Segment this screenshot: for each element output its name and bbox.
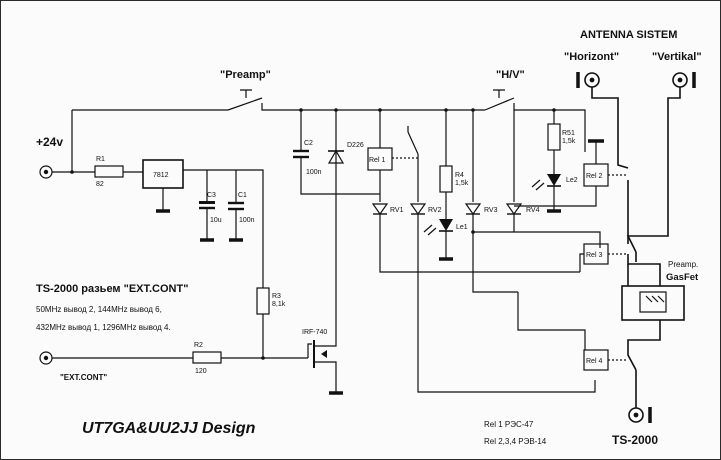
relay-1 bbox=[367, 147, 393, 171]
power-label: +24v bbox=[36, 135, 63, 149]
top-rail-wires bbox=[72, 89, 586, 152]
r2-value: 120 bbox=[195, 368, 207, 375]
gasfet-label: GasFet bbox=[666, 272, 699, 283]
ext-cont-connector bbox=[39, 351, 53, 365]
r1-value: 82 bbox=[96, 181, 104, 188]
c2-label: C2 bbox=[304, 140, 313, 147]
r4-value: 1,5k bbox=[455, 180, 469, 187]
rv4-label: RV4 bbox=[526, 207, 540, 214]
hv-switch-label: "H/V" bbox=[496, 69, 525, 81]
rv3-label: RV3 bbox=[484, 207, 498, 214]
rv1-diode bbox=[371, 203, 389, 216]
relay-4-label: Rel 4 bbox=[586, 358, 602, 365]
power-input-connector bbox=[39, 110, 95, 179]
relay-2-label: Rel 2 bbox=[586, 173, 602, 180]
le1-label: Le1 bbox=[456, 224, 468, 231]
ts2000-connector bbox=[628, 407, 652, 423]
design-credit: UT7GA&UU2JJ Design bbox=[82, 420, 256, 437]
r1-label: R1 bbox=[96, 156, 105, 163]
rel-note-1: Rel 1 РЭС-47 bbox=[484, 420, 534, 429]
band-line-2: 432MHz вывод 1, 1296MHz вывод 4. bbox=[36, 323, 171, 332]
rv1-label: RV1 bbox=[390, 207, 404, 214]
r3-label: R3 bbox=[272, 293, 281, 300]
band-line-1: 50MHz вывод 2, 144MHz вывод 6, bbox=[36, 305, 162, 314]
preamp-inner-block bbox=[639, 291, 667, 313]
c1-value: 100n bbox=[239, 217, 255, 224]
ext-cont-label: "EXT.CONT" bbox=[60, 373, 107, 382]
r2-label: R2 bbox=[194, 342, 203, 349]
r2-resistor bbox=[192, 351, 222, 364]
c3-label: C3 bbox=[207, 192, 216, 199]
preamp-switch-label: "Preamp" bbox=[220, 69, 271, 81]
regulator-label: 7812 bbox=[153, 172, 169, 179]
r51-resistor bbox=[547, 123, 561, 151]
r3-value: 8,1k bbox=[272, 301, 286, 308]
mosfet-label: IRF-740 bbox=[302, 329, 327, 336]
le2-label: Le2 bbox=[566, 177, 578, 184]
c2-value: 100n bbox=[306, 169, 322, 176]
diode-label: D226 bbox=[347, 142, 364, 149]
diode-d226 bbox=[327, 149, 345, 164]
ts2000-label: TS-2000 bbox=[612, 433, 658, 447]
le2-led bbox=[547, 174, 561, 186]
rv2-label: RV2 bbox=[428, 207, 442, 214]
r51-value: 1,5k bbox=[562, 138, 576, 145]
r1-resistor bbox=[94, 165, 124, 178]
rel-note-2: Rel 2,3,4 РЭВ-14 bbox=[484, 437, 547, 446]
r4-resistor bbox=[439, 165, 453, 193]
rv3-diode bbox=[464, 203, 482, 216]
c3-value: 10u bbox=[210, 217, 222, 224]
rv2-diode bbox=[409, 203, 427, 216]
horizont-connector bbox=[576, 72, 600, 88]
preamp-label: Preamp. bbox=[668, 260, 698, 269]
relay-1-label: Rel 1 bbox=[369, 157, 385, 164]
rv4-diode bbox=[505, 203, 523, 216]
antenna-system-title: ANTENNA SISTEM bbox=[580, 29, 677, 41]
antenna-vertikal-label: "Vertikal" bbox=[652, 51, 702, 63]
preamp-gasfet-block bbox=[621, 285, 685, 321]
c1-label: C1 bbox=[238, 192, 247, 199]
r3-resistor bbox=[256, 287, 270, 315]
vertikal-connector bbox=[672, 72, 696, 88]
r51-label: R51 bbox=[562, 130, 575, 137]
r4-label: R4 bbox=[455, 172, 464, 179]
le1-led bbox=[439, 219, 453, 231]
relay-3-label: Rel 3 bbox=[586, 252, 602, 259]
mosfet-irf740 bbox=[307, 194, 343, 395]
ts2000-connector-title: TS-2000 разьем "EXT.CONT" bbox=[36, 283, 188, 295]
antenna-horizont-label: "Horizont" bbox=[564, 51, 619, 63]
